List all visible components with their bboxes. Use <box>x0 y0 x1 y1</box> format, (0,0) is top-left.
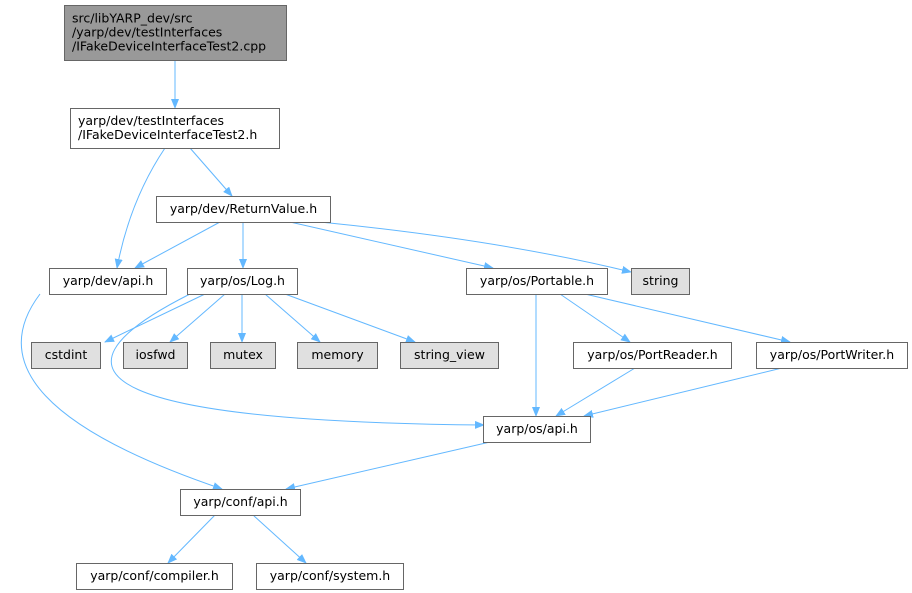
node-portreader_h[interactable]: yarp/os/PortReader.h <box>573 342 732 369</box>
edge-returnvalue_h-to-dev_api_h <box>134 221 221 269</box>
edge-portable_h-to-portwriter_h <box>584 293 791 344</box>
edge-ifake_h-to-dev_api_h <box>114 147 166 269</box>
node-root: src/libYARP_dev/src/yarp/dev/testInterfa… <box>64 5 287 61</box>
node-os_api_h[interactable]: yarp/os/api.h <box>483 416 591 443</box>
edge-os_api_h-to-conf_api_h <box>285 441 491 491</box>
node-string: string <box>631 268 690 295</box>
edge-portable_h-to-portreader_h <box>559 293 631 343</box>
node-box <box>400 342 499 369</box>
nodes-layer: src/libYARP_dev/src/yarp/dev/testInterfa… <box>31 5 908 590</box>
node-box <box>466 268 608 295</box>
node-box <box>123 342 188 369</box>
edges-layer <box>20 60 791 564</box>
node-conf_api_h[interactable]: yarp/conf/api.h <box>180 489 301 516</box>
node-system_h[interactable]: yarp/conf/system.h <box>256 563 404 590</box>
node-string_view: string_view <box>400 342 499 369</box>
node-ifake_h[interactable]: yarp/dev/testInterfaces/IFakeDeviceInter… <box>70 108 280 149</box>
node-box <box>210 342 276 369</box>
edge-log_h-to-os_api_h <box>110 293 485 429</box>
node-label: yarp/conf/system.h <box>270 568 390 583</box>
node-iosfwd: iosfwd <box>123 342 188 369</box>
node-memory: memory <box>297 342 378 369</box>
node-label: yarp/os/api.h <box>496 421 578 436</box>
node-label: yarp/dev/ReturnValue.h <box>170 201 317 216</box>
node-label: yarp/os/Portable.h <box>480 273 594 288</box>
node-box <box>156 196 331 223</box>
node-cstdint: cstdint <box>31 342 101 369</box>
node-portable_h[interactable]: yarp/os/Portable.h <box>466 268 608 295</box>
node-box <box>297 342 378 369</box>
edge-log_h-to-cstdint <box>104 293 206 343</box>
node-label: mutex <box>223 347 263 362</box>
node-label: yarp/os/PortReader.h <box>587 347 717 362</box>
edge-portwriter_h-to-os_api_h <box>583 367 783 418</box>
node-label: /IFakeDeviceInterfaceTest2.h <box>78 127 257 142</box>
edge-log_h-to-iosfwd <box>169 293 226 343</box>
node-box <box>180 489 301 516</box>
node-box <box>187 268 298 295</box>
node-mutex: mutex <box>210 342 276 369</box>
node-compiler_h[interactable]: yarp/conf/compiler.h <box>76 563 233 590</box>
node-label: yarp/conf/compiler.h <box>90 568 219 583</box>
node-label: string_view <box>414 347 485 362</box>
node-label: yarp/os/PortWriter.h <box>770 347 894 362</box>
node-label: yarp/dev/api.h <box>63 273 154 288</box>
node-label: /IFakeDeviceInterfaceTest2.cpp <box>72 39 266 54</box>
edge-portreader_h-to-os_api_h <box>555 367 636 417</box>
edge-log_h-to-string_view <box>284 293 416 343</box>
node-box <box>483 416 591 443</box>
node-label: yarp/os/Log.h <box>200 273 285 288</box>
node-label: yarp/conf/api.h <box>193 494 287 509</box>
node-dev_api_h[interactable]: yarp/dev/api.h <box>49 268 167 295</box>
node-portwriter_h[interactable]: yarp/os/PortWriter.h <box>756 342 908 369</box>
edge-returnvalue_h-to-portable_h <box>289 221 494 270</box>
node-box <box>31 342 101 369</box>
node-label: iosfwd <box>136 347 176 362</box>
edge-conf_api_h-to-system_h <box>252 514 307 564</box>
edge-dev_api_h-to-conf_api_h <box>20 293 223 490</box>
node-box <box>573 342 732 369</box>
node-box <box>256 563 404 590</box>
node-label: cstdint <box>45 347 88 362</box>
node-log_h[interactable]: yarp/os/Log.h <box>187 268 298 295</box>
edge-ifake_h-to-returnvalue_h <box>189 147 233 197</box>
node-box <box>70 108 280 149</box>
node-box <box>631 268 690 295</box>
node-label: memory <box>311 347 364 362</box>
node-label: src/libYARP_dev/src <box>72 11 193 26</box>
edge-returnvalue_h-to-string <box>319 221 632 274</box>
edge-conf_api_h-to-compiler_h <box>167 514 216 564</box>
node-box <box>64 5 287 61</box>
node-returnvalue_h[interactable]: yarp/dev/ReturnValue.h <box>156 196 331 223</box>
node-box <box>76 563 233 590</box>
node-label: yarp/dev/testInterfaces <box>78 113 224 128</box>
edge-log_h-to-memory <box>264 293 321 343</box>
node-label: /yarp/dev/testInterfaces <box>72 25 222 40</box>
node-box <box>756 342 908 369</box>
node-box <box>49 268 167 295</box>
node-label: string <box>643 273 679 288</box>
